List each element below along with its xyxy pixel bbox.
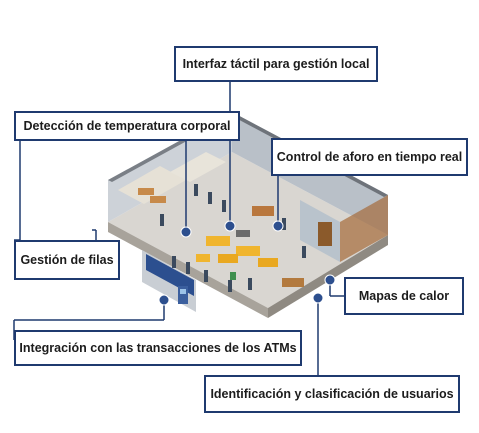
office-desk-1 [138,188,154,195]
wood-wall-right [340,195,388,262]
atm-machine [178,286,188,304]
marker-atms [158,294,170,306]
sofa-yellow-1 [206,236,230,246]
label-gestion-filas: Gestión de filas [14,240,120,280]
facade-blue [146,254,194,296]
marker-usuarios [312,292,324,304]
office-room-mid [170,152,226,182]
label-mapas-calor: Mapas de calor [344,277,464,315]
sofa-yellow-4 [258,258,278,267]
marker-temperatura [180,226,192,238]
marker-aforo [272,220,284,232]
label-integracion-atms: Integración con las transacciones de los… [14,330,302,366]
door-right [318,222,332,246]
bench-wood [282,278,304,287]
label-identificacion-usuarios: Identificación y clasificación de usuari… [204,375,460,413]
meeting-table [252,206,274,216]
marker-interfaz [224,220,236,232]
marker-mapas [324,274,336,286]
office-room-left [118,166,186,204]
table-center [236,230,250,237]
label-interfaz-tactil: Interfaz táctil para gestión local [174,46,378,82]
sofa-yellow-3 [218,254,238,263]
sofa-yellow-5 [196,254,210,262]
label-control-aforo: Control de aforo en tiempo real [271,138,468,176]
atm-screen [180,289,186,294]
office-desk-2 [150,196,166,203]
plant-pot [230,272,236,280]
sofa-yellow-2 [236,246,260,256]
label-deteccion-temperatura: Detección de temperatura corporal [14,111,240,141]
people-group [160,184,306,292]
